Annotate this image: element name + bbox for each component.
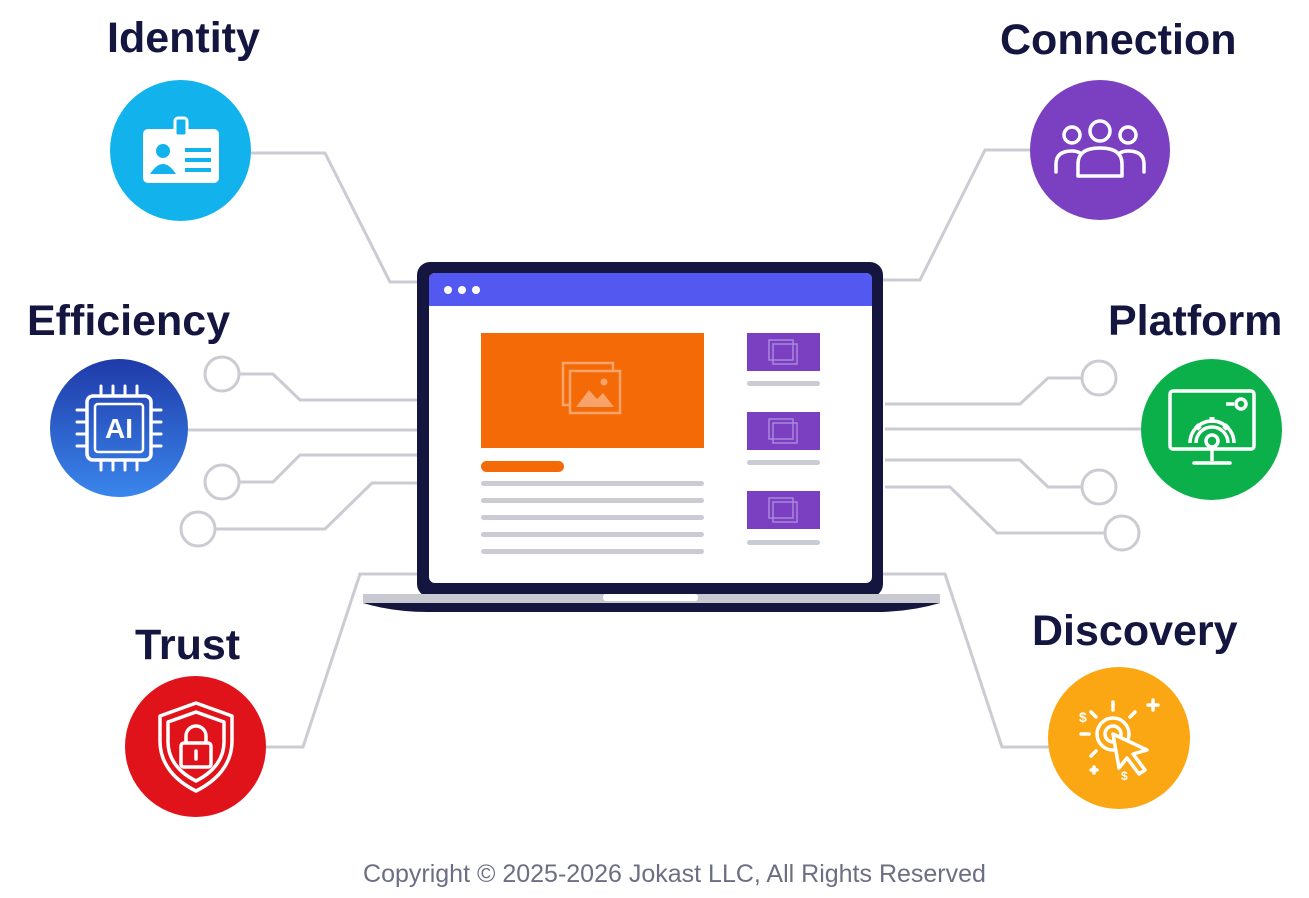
trust-label: Trust <box>135 621 241 669</box>
thumbnail-list <box>747 333 820 545</box>
copyright-text: Copyright © 2025-2026 Jokast LLC, All Ri… <box>363 860 986 888</box>
laptop-illustration <box>363 262 940 612</box>
svg-text:AI: AI <box>105 413 133 444</box>
efficiency-badge: AI <box>50 359 188 497</box>
laptop-notch <box>603 594 698 601</box>
browser-bar <box>429 273 872 306</box>
trust-badge <box>125 676 266 817</box>
efficiency-label: Efficiency <box>27 297 231 345</box>
ai-chip-icon: AI <box>75 384 163 472</box>
discovery-label: Discovery <box>1032 607 1238 655</box>
connector-lines <box>185 148 1143 749</box>
monitor-gear-icon <box>1167 388 1256 465</box>
platform-label: Platform <box>1108 297 1283 345</box>
people-group-icon <box>1054 119 1146 178</box>
id-card-icon <box>142 116 219 183</box>
text-lines <box>481 481 704 554</box>
svg-text:$: $ <box>1121 769 1128 783</box>
discovery-badge: $ $ <box>1048 667 1190 809</box>
identity-badge <box>110 80 251 221</box>
identity-label: Identity <box>107 14 260 62</box>
svg-text:$: $ <box>1079 709 1087 725</box>
platform-badge <box>1141 359 1282 500</box>
hero-title-bar <box>481 461 564 472</box>
shield-lock-icon <box>157 700 234 793</box>
connection-badge <box>1030 80 1170 220</box>
connector-nodes <box>179 355 1141 552</box>
window-dots-icon <box>444 286 480 294</box>
cursor-click-icon: $ $ <box>1079 698 1160 783</box>
connection-label: Connection <box>1000 16 1237 64</box>
